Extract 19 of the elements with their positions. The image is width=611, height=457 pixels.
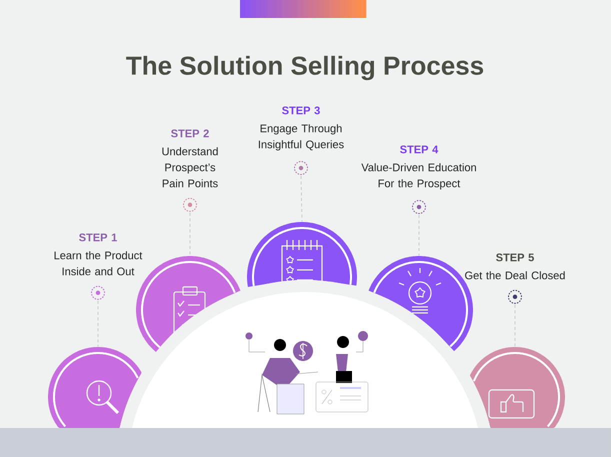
- connector-line: [300, 176, 302, 222]
- title: The Solution Selling Process: [126, 56, 484, 80]
- step-heading: STEP 1: [79, 234, 117, 242]
- step-description: Understand Prospect’s Pain Points: [162, 147, 218, 188]
- target-marker: [294, 161, 308, 176]
- target-marker: [508, 290, 522, 304]
- step-heading: STEP 4: [400, 146, 438, 154]
- target-marker: [412, 200, 426, 214]
- step-description: Learn the Product Inside and Out: [54, 251, 142, 276]
- connector-line: [514, 304, 516, 348]
- target-marker: [91, 286, 105, 300]
- step-description: Engage Through Insightful Queries: [258, 124, 344, 150]
- step-heading: STEP 2: [171, 130, 209, 138]
- connector-line: [418, 214, 420, 256]
- step-description: Get the Deal Closed: [465, 271, 565, 280]
- target-marker: [183, 198, 197, 212]
- step-heading: STEP 5: [496, 254, 534, 262]
- step-description: Value-Driven Education For the Prospect: [361, 163, 476, 190]
- step-heading: STEP 3: [282, 106, 320, 114]
